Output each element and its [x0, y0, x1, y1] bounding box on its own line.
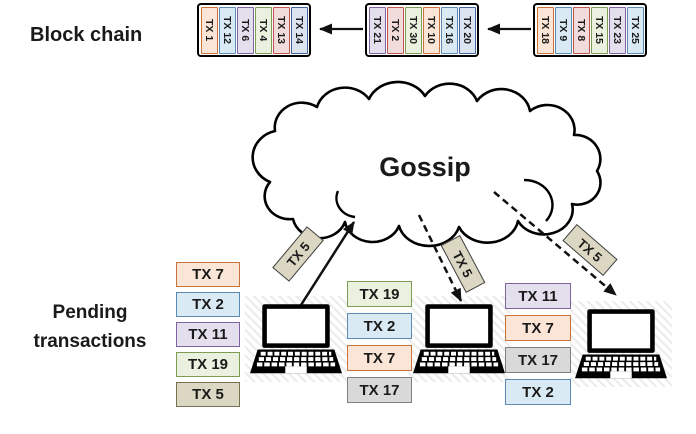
pending-tx: TX 17	[347, 377, 412, 403]
block-transaction: TX 20	[458, 6, 476, 54]
block-transaction: TX 15	[590, 6, 608, 54]
pending-tx: TX 7	[176, 262, 240, 287]
pending-tx: TX 2	[505, 379, 571, 405]
laptop-icon	[575, 309, 667, 380]
gossip-receive-arrow	[493, 191, 617, 296]
block-transaction: TX 10	[422, 6, 440, 54]
pending-tx: TX 5	[176, 382, 240, 407]
gossip-send-arrow	[299, 221, 356, 306]
block-transaction: TX 1	[200, 6, 218, 54]
block-transaction: TX 18	[536, 6, 554, 54]
block: TX 18 TX 9 TX 8 TX 15 TX 23 TX 25	[533, 3, 647, 57]
block: TX 21 TX 2 TX 30 TX 10 TX 16 TX 20	[365, 3, 479, 57]
block-transaction: TX 23	[608, 6, 626, 54]
block-transaction: TX 2	[386, 6, 404, 54]
block-transaction: TX 8	[572, 6, 590, 54]
gossip-cloud-label: Gossip	[379, 152, 471, 182]
block-transaction: TX 14	[290, 6, 308, 54]
cloud-inner-arc	[335, 190, 356, 219]
pending-tx: TX 17	[505, 347, 571, 373]
pending-tx: TX 2	[176, 292, 240, 317]
block-transaction: TX 30	[404, 6, 422, 54]
block-transaction: TX 4	[254, 6, 272, 54]
pending-tx: TX 19	[347, 281, 412, 307]
block-transaction: TX 9	[554, 6, 572, 54]
block-transaction: TX 16	[440, 6, 458, 54]
gossip-receive-arrow	[417, 214, 463, 302]
pending-tx: TX 11	[505, 283, 571, 309]
pending-tx: TX 2	[347, 313, 412, 339]
cloud-inner-arc	[523, 178, 554, 222]
laptop-icon	[413, 304, 505, 375]
block-transaction: TX 13	[272, 6, 290, 54]
block-transaction: TX 12	[218, 6, 236, 54]
pending-tx: TX 19	[176, 352, 240, 377]
block: TX 1 TX 12 TX 6 TX 4 TX 13 TX 14	[197, 3, 311, 57]
pending-tx: TX 7	[505, 315, 571, 341]
blockchain-section-label: Block chain	[30, 24, 143, 46]
block-transaction: TX 21	[368, 6, 386, 54]
pending-tx: TX 7	[347, 345, 412, 371]
cloud-shape	[251, 80, 602, 248]
block-transaction: TX 25	[626, 6, 644, 54]
laptop-icon	[250, 304, 342, 375]
pending-transactions-label: Pending transactions	[33, 302, 147, 352]
pending-tx: TX 11	[176, 322, 240, 347]
block-transaction: TX 6	[236, 6, 254, 54]
